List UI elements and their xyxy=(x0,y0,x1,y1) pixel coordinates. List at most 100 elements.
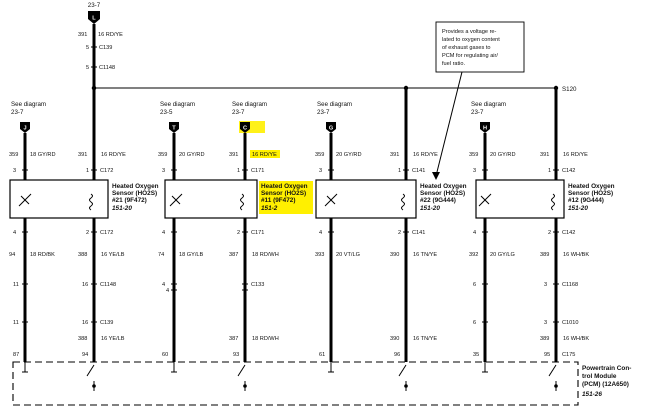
pcm-right-pin: 96 xyxy=(394,352,400,358)
ground2-circuit: 388 xyxy=(78,336,87,342)
sensor-box xyxy=(315,179,417,219)
pin2: 2 xyxy=(237,230,240,236)
sensor-ref: 151-20 xyxy=(420,205,440,212)
inline1-connector: C133 xyxy=(251,282,264,288)
top-c139-pin: 5 xyxy=(86,45,89,51)
connector-letter: C xyxy=(243,126,247,132)
connector-letter: H xyxy=(483,126,487,132)
left-circuit: 359 xyxy=(315,152,324,158)
pin3: 3 xyxy=(319,168,322,174)
sensor-name-line1: Heated Oxygen xyxy=(420,183,467,190)
pin2: 2 xyxy=(86,230,89,236)
pcm-right-pin: 93 xyxy=(233,352,239,358)
inline-pin: 4 xyxy=(166,288,169,294)
heater-element-icon xyxy=(89,193,93,211)
sensor-element-icon xyxy=(326,195,336,205)
pin1: 1 xyxy=(86,168,89,174)
inline1-left-pin: 6 xyxy=(473,282,476,288)
inline1-left-pin: 11 xyxy=(13,282,19,288)
connector-bottom: C141 xyxy=(412,230,425,236)
sensor-ref: 151-20 xyxy=(568,205,588,212)
left-wire-color: 18 GY/RD xyxy=(30,152,56,158)
sensor-name-line2: Sensor (HO2S) xyxy=(420,190,465,197)
connector-letter: T xyxy=(172,126,176,132)
sensor-part-number: #11 (9F472) xyxy=(261,197,295,204)
left-wire-color: 20 GY/RD xyxy=(490,152,516,158)
top-c1148-label: C1148 xyxy=(99,65,115,71)
top-c1148-pin: 5 xyxy=(86,65,89,71)
pin2: 2 xyxy=(398,230,401,236)
left-circuit: 359 xyxy=(158,152,167,158)
connector-top: C171 xyxy=(251,168,264,174)
sensor-name-line1: Heated Oxygen xyxy=(568,183,615,190)
connector-top: C141 xyxy=(412,168,425,174)
ground-wire-color: 18 RD/WH xyxy=(252,252,279,258)
inline2-connector: C139 xyxy=(100,320,113,326)
pin4: 4 xyxy=(162,230,165,236)
pcm-title-line-3: (PCM) (12A650) xyxy=(582,381,629,388)
pcm-left-pin: 60 xyxy=(162,352,168,358)
inline2-left-pin: 11 xyxy=(13,320,19,326)
callout-text-line-3: of exhaust gases to xyxy=(442,45,491,51)
left-wire-color: 20 GY/RD xyxy=(336,152,362,158)
left-circuit: 359 xyxy=(9,152,18,158)
heater-element-icon xyxy=(551,193,555,211)
pcm-switch-symbol xyxy=(548,364,557,377)
pcm-left-pin: 87 xyxy=(13,352,19,358)
heater-element-icon xyxy=(401,193,405,211)
ground-wire-color: 16 TN/YE xyxy=(413,252,437,258)
pcm-right-pin: 95 xyxy=(544,352,550,358)
callout-text-line-2: lated to oxygen content xyxy=(442,37,500,43)
sensor-part-number: #22 (9G444) xyxy=(420,197,456,204)
inline2-right-pin: 3 xyxy=(544,320,547,326)
pin1: 1 xyxy=(237,168,240,174)
left-wire-color: 20 GY/RD xyxy=(179,152,205,158)
signal-circuit: 392 xyxy=(469,252,478,258)
pin3: 3 xyxy=(162,168,165,174)
sensor-ref: 151-2 xyxy=(261,205,278,212)
connector-marker xyxy=(20,122,30,133)
inline2-left-pin: 6 xyxy=(473,320,476,326)
callout-arrow xyxy=(435,71,463,177)
pcm-connector: C175 xyxy=(562,352,575,358)
connector-top: C172 xyxy=(100,168,113,174)
bus-junction xyxy=(403,85,409,91)
callout-box xyxy=(435,21,525,73)
callout-arrowhead xyxy=(432,172,440,180)
bus-junction xyxy=(553,85,559,91)
left-circuit: 359 xyxy=(469,152,478,158)
see-diagram-ref: 23-7 xyxy=(471,109,484,116)
signal-wire-color: 20 GY/LG xyxy=(490,252,515,258)
right-circuit: 391 xyxy=(229,152,238,158)
see-diagram-ref: 23-7 xyxy=(232,109,245,116)
sensor-name-line2: Sensor (HO2S) xyxy=(112,190,157,197)
see-diagram-label: See diagram xyxy=(317,101,352,108)
ground2-circuit: 387 xyxy=(229,336,238,342)
callout-text-line-1: Provides a voltage re- xyxy=(442,29,497,35)
top-connector-marker xyxy=(88,11,100,24)
ground-circuit: 389 xyxy=(540,252,549,258)
pcm-title-line-1: Powertrain Con- xyxy=(582,365,631,372)
pcm-right-pin: 94 xyxy=(82,352,88,358)
sensor-box xyxy=(164,179,258,219)
right-wire-color: 16 RD/YE xyxy=(101,152,126,158)
pcm-left-pin: 61 xyxy=(319,352,325,358)
pin4: 4 xyxy=(13,230,16,236)
inline2-connector: C1010 xyxy=(562,320,578,326)
right-circuit: 391 xyxy=(540,152,549,158)
see-diagram-ref: 23-7 xyxy=(11,109,24,116)
pcm-switch-symbol xyxy=(237,364,246,377)
ground2-wire-color: 16 TN/YE xyxy=(413,336,437,342)
pcm-title-line-2: trol Module xyxy=(582,373,617,380)
connector-bottom: C172 xyxy=(100,230,113,236)
connector-bottom: C171 xyxy=(251,230,264,236)
top-ref: 23-7 xyxy=(88,2,101,9)
pcm-ref: 151-26 xyxy=(582,391,602,398)
top-circuit: 391 xyxy=(78,32,87,38)
sensor-box xyxy=(475,179,565,219)
